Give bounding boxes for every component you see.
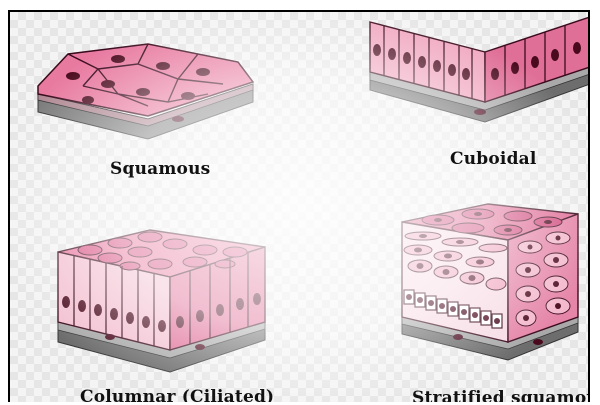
squamous-label: Squamous — [110, 159, 210, 179]
stratified-label: Stratified squamou — [412, 388, 590, 402]
squamous-panel: Squamous — [28, 24, 258, 184]
cuboidal-epithelium-illustration — [360, 12, 590, 130]
columnar-epithelium-illustration — [50, 222, 280, 382]
squamous-epithelium-illustration — [28, 24, 258, 144]
columnar-panel: Columnar (Ciliated) — [50, 222, 280, 402]
columnar-label: Columnar (Ciliated) — [80, 387, 274, 402]
stratified-panel: Stratified squamou — [398, 202, 590, 402]
stratified-squamous-illustration — [398, 202, 590, 367]
cuboidal-panel: Cuboidal — [360, 12, 590, 172]
figure-frame: Squamous — [8, 10, 590, 402]
cuboidal-label: Cuboidal — [450, 149, 537, 169]
